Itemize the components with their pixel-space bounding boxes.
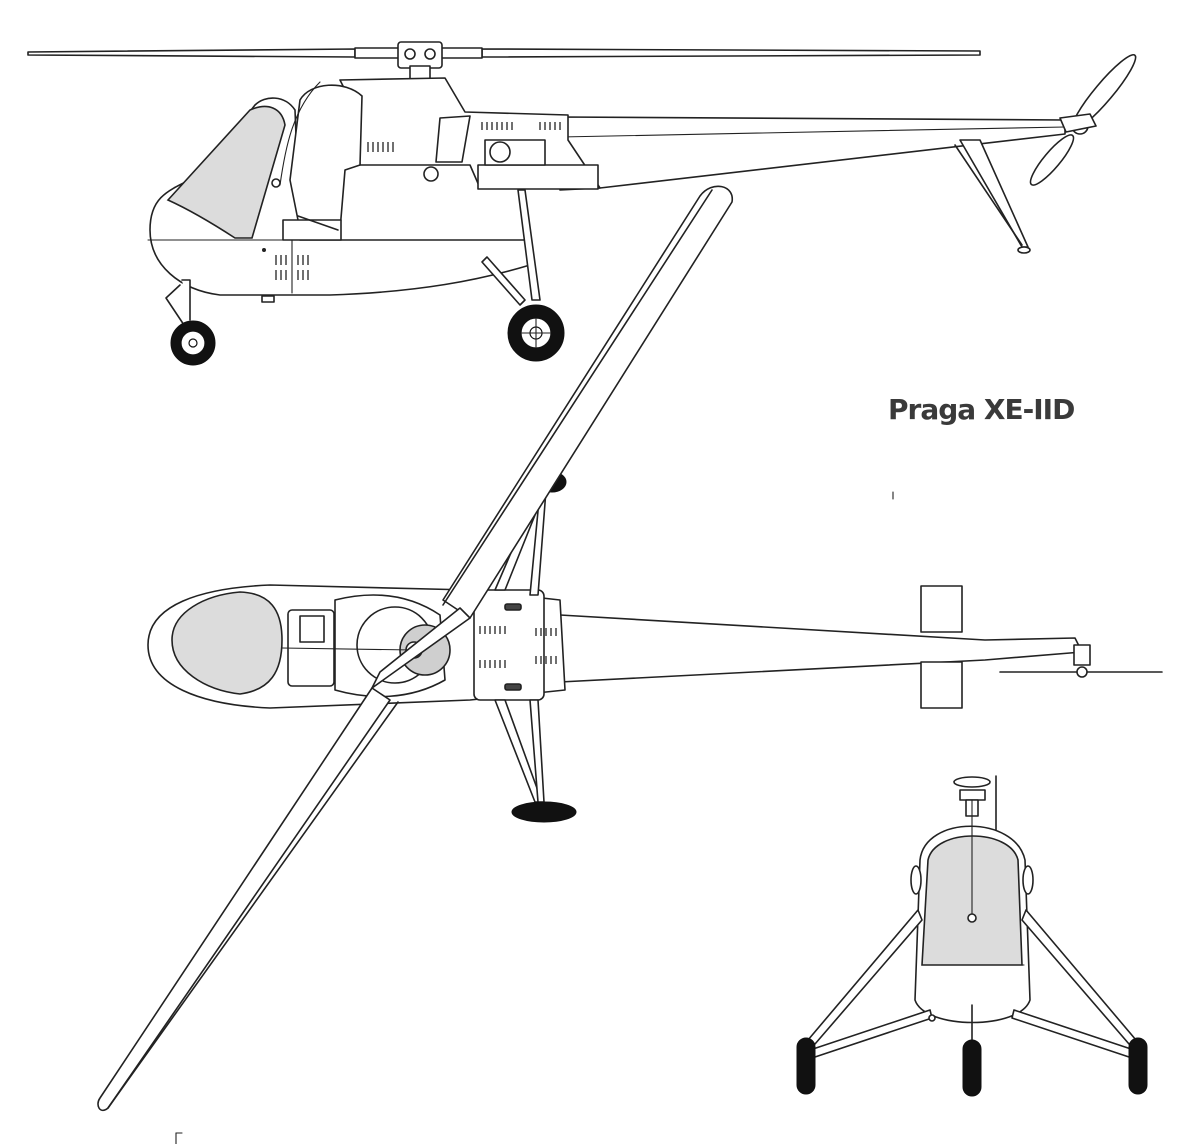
side-view xyxy=(27,41,1137,366)
side-main-rotor xyxy=(27,41,981,87)
top-view xyxy=(97,185,1163,1112)
side-fuselage xyxy=(147,81,531,303)
front-view xyxy=(796,775,1148,1097)
top-tail-boom xyxy=(559,585,1163,709)
side-landing-gear xyxy=(165,189,565,366)
drawing-title: Praga XE-IID xyxy=(888,393,1075,426)
top-fuselage xyxy=(147,584,566,709)
side-engine-cowling xyxy=(339,77,601,190)
side-tail-boom xyxy=(559,53,1137,254)
top-main-rotor xyxy=(97,185,733,1112)
